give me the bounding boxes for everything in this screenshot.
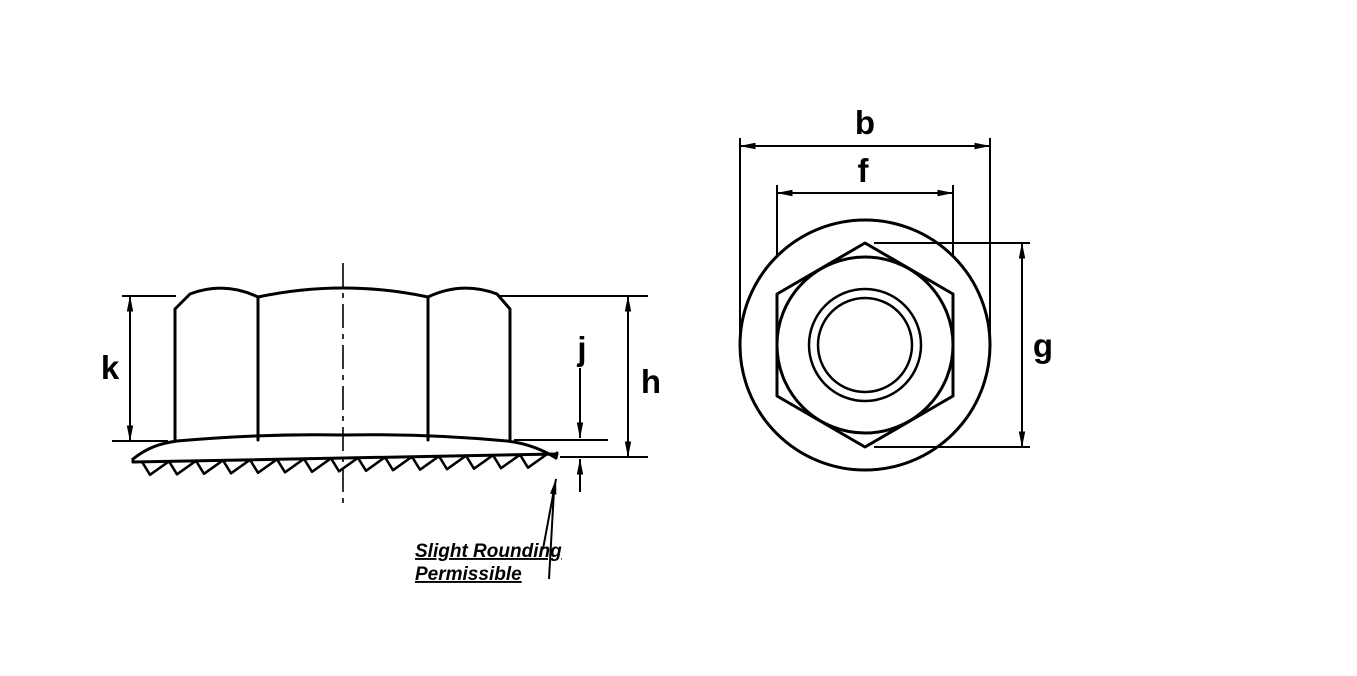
flange-circle (738, 218, 992, 472)
dim-label-k: k (101, 349, 120, 386)
flange-serrations (140, 452, 549, 477)
thread-minor-circle (816, 296, 914, 394)
note-leader-line-2 (548, 489, 555, 580)
note-text-line1: Slight Rounding (415, 541, 562, 562)
chamfer-circle (775, 255, 955, 435)
dim-label-j: j (576, 330, 586, 367)
dimension-f: f (776, 152, 954, 256)
nut-side-outline (173, 286, 512, 443)
note-text-line2: Permissible (415, 564, 522, 585)
dimension-g: g (874, 242, 1053, 448)
flange-top-profile (131, 433, 558, 461)
hexagon-outline (775, 241, 955, 449)
dimension-j: j (514, 330, 608, 492)
dimension-h: h (500, 295, 661, 458)
side-view: k h j Slight Rounding Permissible (101, 263, 661, 585)
dimension-k: k (101, 295, 176, 442)
dim-label-h: h (641, 363, 661, 400)
dim-label-f: f (858, 152, 870, 189)
top-view: b f g (738, 104, 1053, 472)
dim-label-g: g (1033, 327, 1053, 364)
dim-label-b: b (855, 104, 875, 141)
note-leader-line (542, 478, 557, 550)
dimension-b: b (739, 104, 991, 340)
flange-bottom-edge (131, 452, 559, 464)
thread-major-circle (807, 287, 923, 403)
rounding-note: Slight Rounding Permissible (415, 478, 562, 585)
